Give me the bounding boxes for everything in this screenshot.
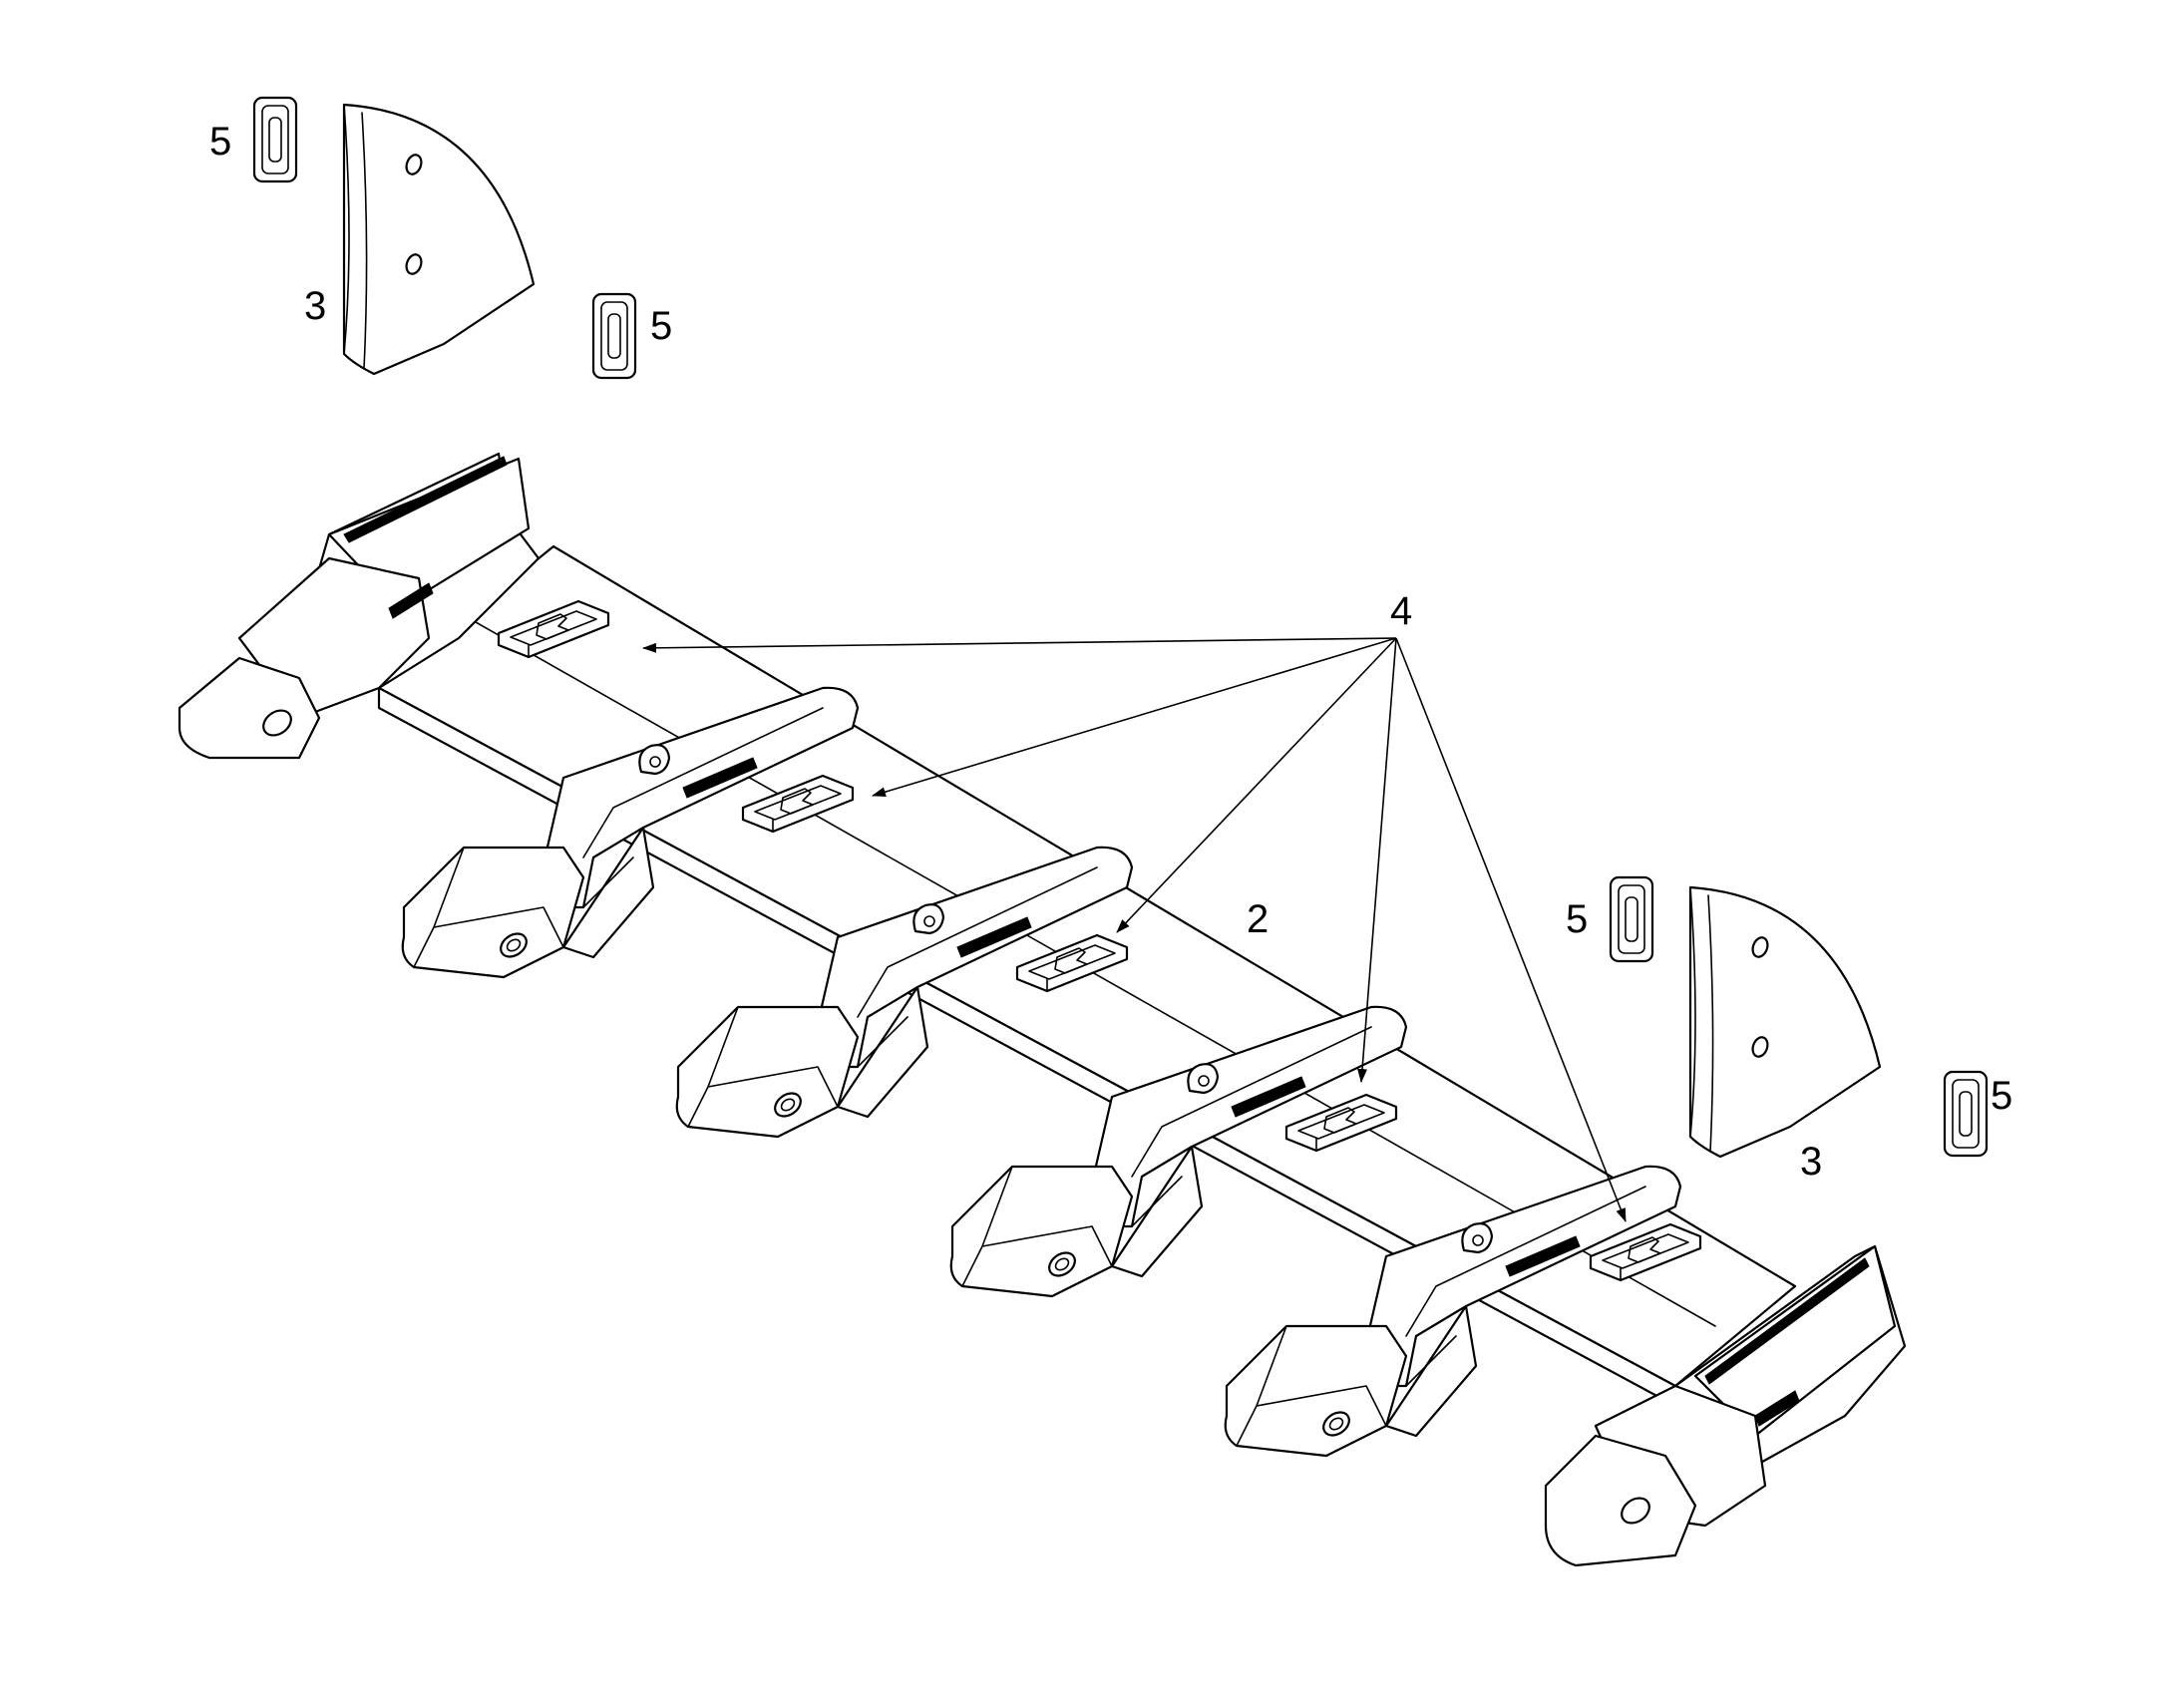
callout-3-left: 3 xyxy=(304,284,326,328)
cutting-edge-assembly xyxy=(178,452,1907,1567)
callout-5-far-right: 5 xyxy=(1991,1074,2012,1118)
retainer-clip-1 xyxy=(252,96,298,183)
callout-3-right: 3 xyxy=(1800,1140,1822,1184)
callout-4: 4 xyxy=(1390,589,1412,633)
side-cutter-right xyxy=(1688,885,1882,1159)
leader-line-3 xyxy=(1116,637,1397,933)
retainer-clip-4 xyxy=(1943,1070,1989,1158)
end-adapter-right xyxy=(1544,1244,1907,1567)
side-cutter-left xyxy=(342,103,536,376)
callout-2: 2 xyxy=(1247,897,1269,941)
callout-5-top-left: 5 xyxy=(209,120,231,164)
leader-line-4 xyxy=(1357,637,1397,1083)
leader-line-5 xyxy=(1395,637,1627,1222)
retainer-clip-2 xyxy=(591,292,637,380)
leader-line-2 xyxy=(872,637,1397,798)
callout-5-left: 5 xyxy=(650,304,672,348)
callout-4-leaders xyxy=(642,637,1627,1222)
end-adapter-left xyxy=(178,452,541,760)
retainer-clip-3 xyxy=(1609,875,1654,963)
callout-5-right: 5 xyxy=(1566,897,1588,941)
leader-line-1 xyxy=(642,637,1397,653)
